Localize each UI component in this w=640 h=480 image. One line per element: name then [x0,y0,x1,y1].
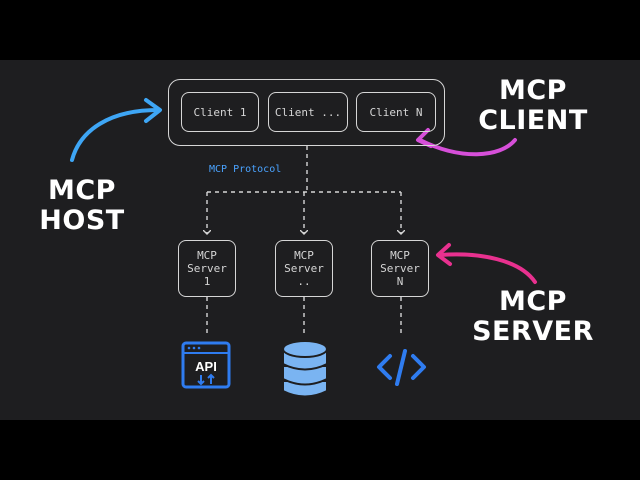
server-2-line-2: Server [284,262,324,275]
server-1-box: MCP Server 1 [178,240,236,297]
diagram-canvas: API [70,98,537,398]
mcp-server-label: MCP SERVER [466,287,600,347]
server-n-box: MCP Server N [371,240,429,297]
server-2-line-1: MCP [294,249,314,262]
server-arrow [436,243,537,284]
server-n-line-1: MCP [390,249,410,262]
mcp-client-label: MCP CLIENT [468,76,598,136]
client-n-box: Client N [356,92,436,132]
server-2-box: MCP Server .. [275,240,333,297]
host-arrow [70,98,162,162]
server-1-line-3: 1 [203,275,211,288]
database-icon [282,340,328,398]
mcp-host-label-line-1: MCP [48,175,116,206]
mcp-server-label-line-2: SERVER [472,316,594,347]
server-1-line-1: MCP [197,249,217,262]
client-2-label: Client ... [274,105,342,119]
mcp-host-box [168,79,445,146]
api-icon: API [181,341,231,389]
mcp-host-label-line-2: HOST [39,205,125,236]
api-icon-text: API [195,359,217,374]
client-1-box: Client 1 [181,92,259,132]
protocol-connectors [207,146,401,336]
client-1-label: Client 1 [193,105,247,119]
client-n-label: Client N [369,105,423,119]
mcp-client-label-line-2: CLIENT [478,105,588,136]
server-n-line-3: N [396,275,404,288]
server-2-line-3: .. [297,275,311,288]
server-n-line-2: Server [380,262,420,275]
code-icon [377,349,426,386]
mcp-host-label: MCP HOST [36,176,128,236]
client-2-box: Client ... [268,92,348,132]
server-1-line-2: Server [187,262,227,275]
mcp-client-label-line-1: MCP [499,75,567,106]
mcp-server-label-line-1: MCP [499,286,567,317]
protocol-label: MCP Protocol [209,164,282,175]
